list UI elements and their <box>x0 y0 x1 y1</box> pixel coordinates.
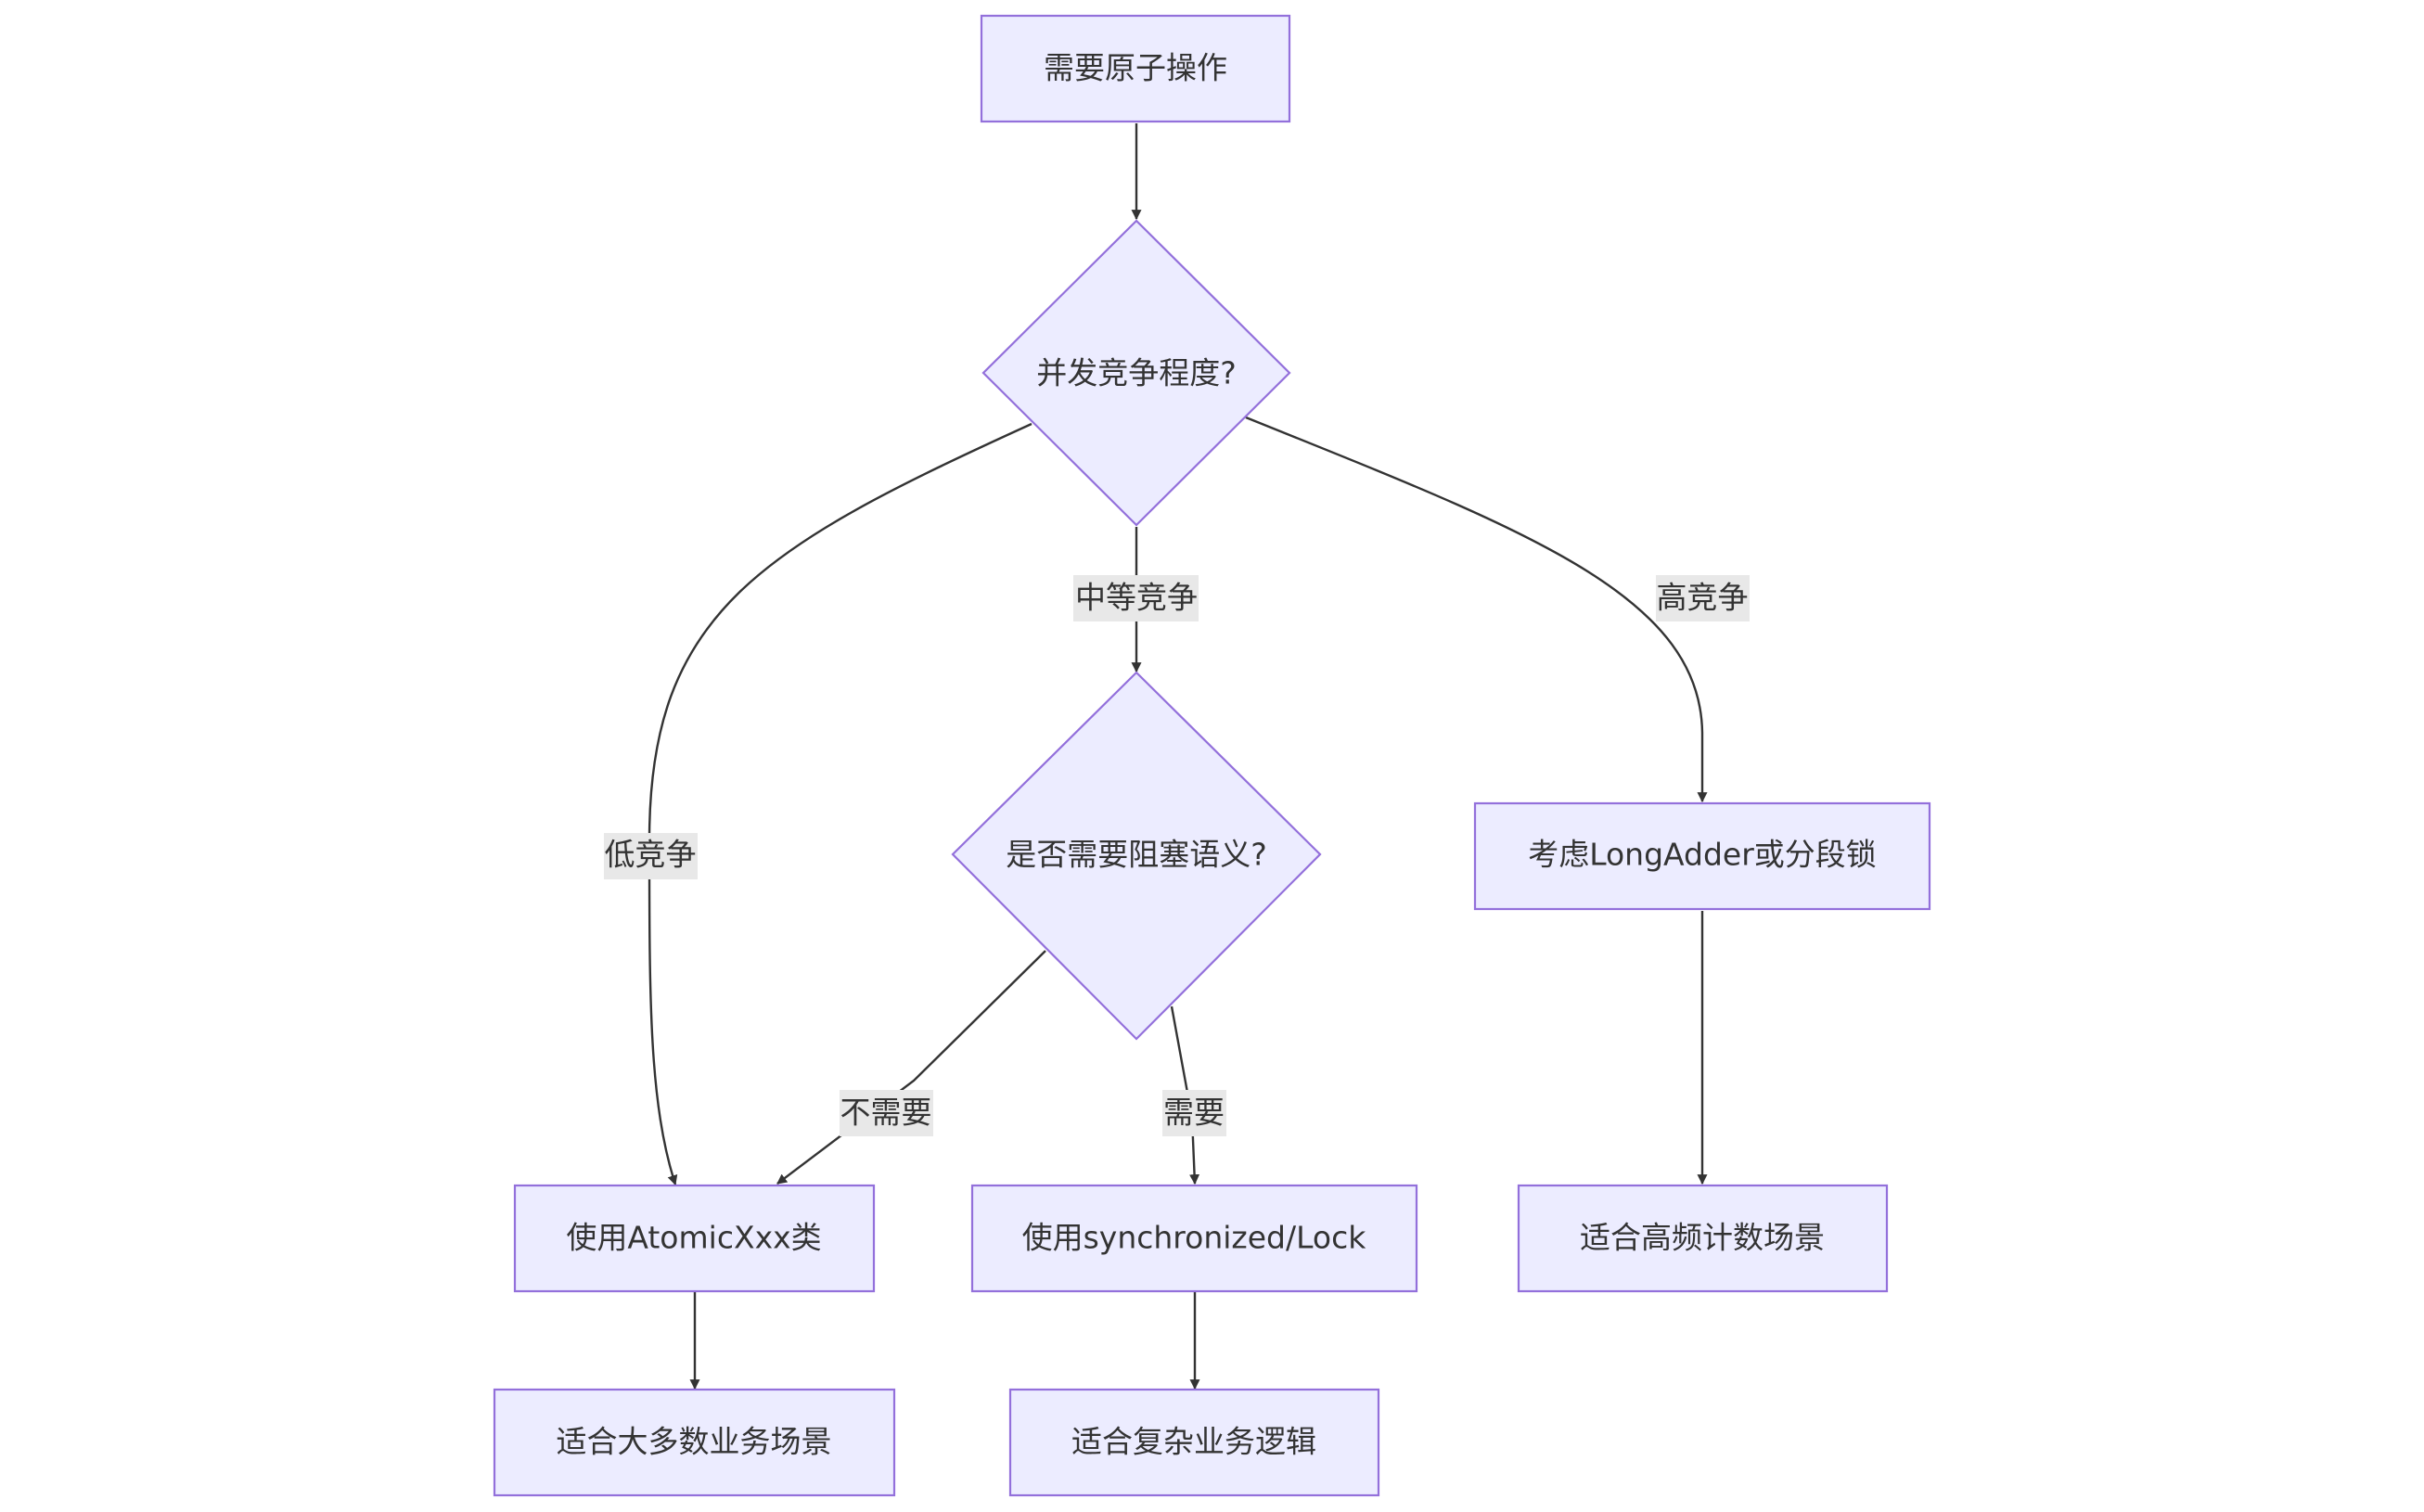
node-longadder: 考虑LongAdder或分段锁 <box>1473 801 1931 911</box>
edge-labels: 低竞争 中等竞争 高竞争 不需要 需要 <box>604 575 1750 1136</box>
nodes: 需要原子操作 并发竞争程度? 是否需要阻塞语义? 考虑LongAdder或分段锁… <box>493 14 1931 1497</box>
decision-contention-level-label: 并发竞争程度? <box>1036 355 1237 391</box>
edge-label-medium: 中等竞争 <box>1073 575 1199 621</box>
decision-contention-level: 并发竞争程度? <box>981 219 1291 527</box>
edge-label-not-needed: 不需要 <box>840 1090 933 1136</box>
edge-high-contention <box>1245 416 1708 803</box>
decision-need-blocking-label: 是否需要阻塞语义? <box>1006 837 1267 873</box>
node-use-atomic: 使用AtomicXxx类 <box>513 1184 876 1293</box>
node-complex-logic-label: 适合复杂业务逻辑 <box>1071 1424 1316 1460</box>
edge-not-needed <box>776 950 1046 1185</box>
decision-need-blocking: 是否需要阻塞语义? <box>951 671 1322 1041</box>
edge-low-contention <box>648 422 1032 1186</box>
edge-label-not-needed-text: 不需要 <box>840 1095 932 1131</box>
node-need-atomic-label: 需要原子操作 <box>1044 50 1227 86</box>
node-complex-logic: 适合复杂业务逻辑 <box>1008 1388 1380 1497</box>
edge-label-low: 低竞争 <box>604 833 698 879</box>
edge-label-needed-text: 需要 <box>1163 1095 1225 1131</box>
node-use-synchronized: 使用synchronized/Lock <box>970 1184 1418 1293</box>
edge-label-high: 高竞争 <box>1656 575 1750 621</box>
edge-label-high-text: 高竞争 <box>1657 580 1749 616</box>
node-high-frequency: 适合高频计数场景 <box>1517 1184 1889 1293</box>
node-use-synchronized-label: 使用synchronized/Lock <box>1022 1220 1367 1256</box>
node-most-business: 适合大多数业务场景 <box>493 1388 896 1497</box>
node-most-business-label: 适合大多数业务场景 <box>557 1424 832 1460</box>
node-longadder-label: 考虑LongAdder或分段锁 <box>1528 837 1877 873</box>
edge-label-needed: 需要 <box>1162 1090 1226 1136</box>
node-use-atomic-label: 使用AtomicXxx类 <box>566 1220 821 1256</box>
node-need-atomic: 需要原子操作 <box>980 14 1291 123</box>
edge-label-low-text: 低竞争 <box>605 837 697 873</box>
node-high-frequency-label: 适合高频计数场景 <box>1580 1220 1825 1256</box>
edge-label-medium-text: 中等竞争 <box>1075 580 1198 616</box>
